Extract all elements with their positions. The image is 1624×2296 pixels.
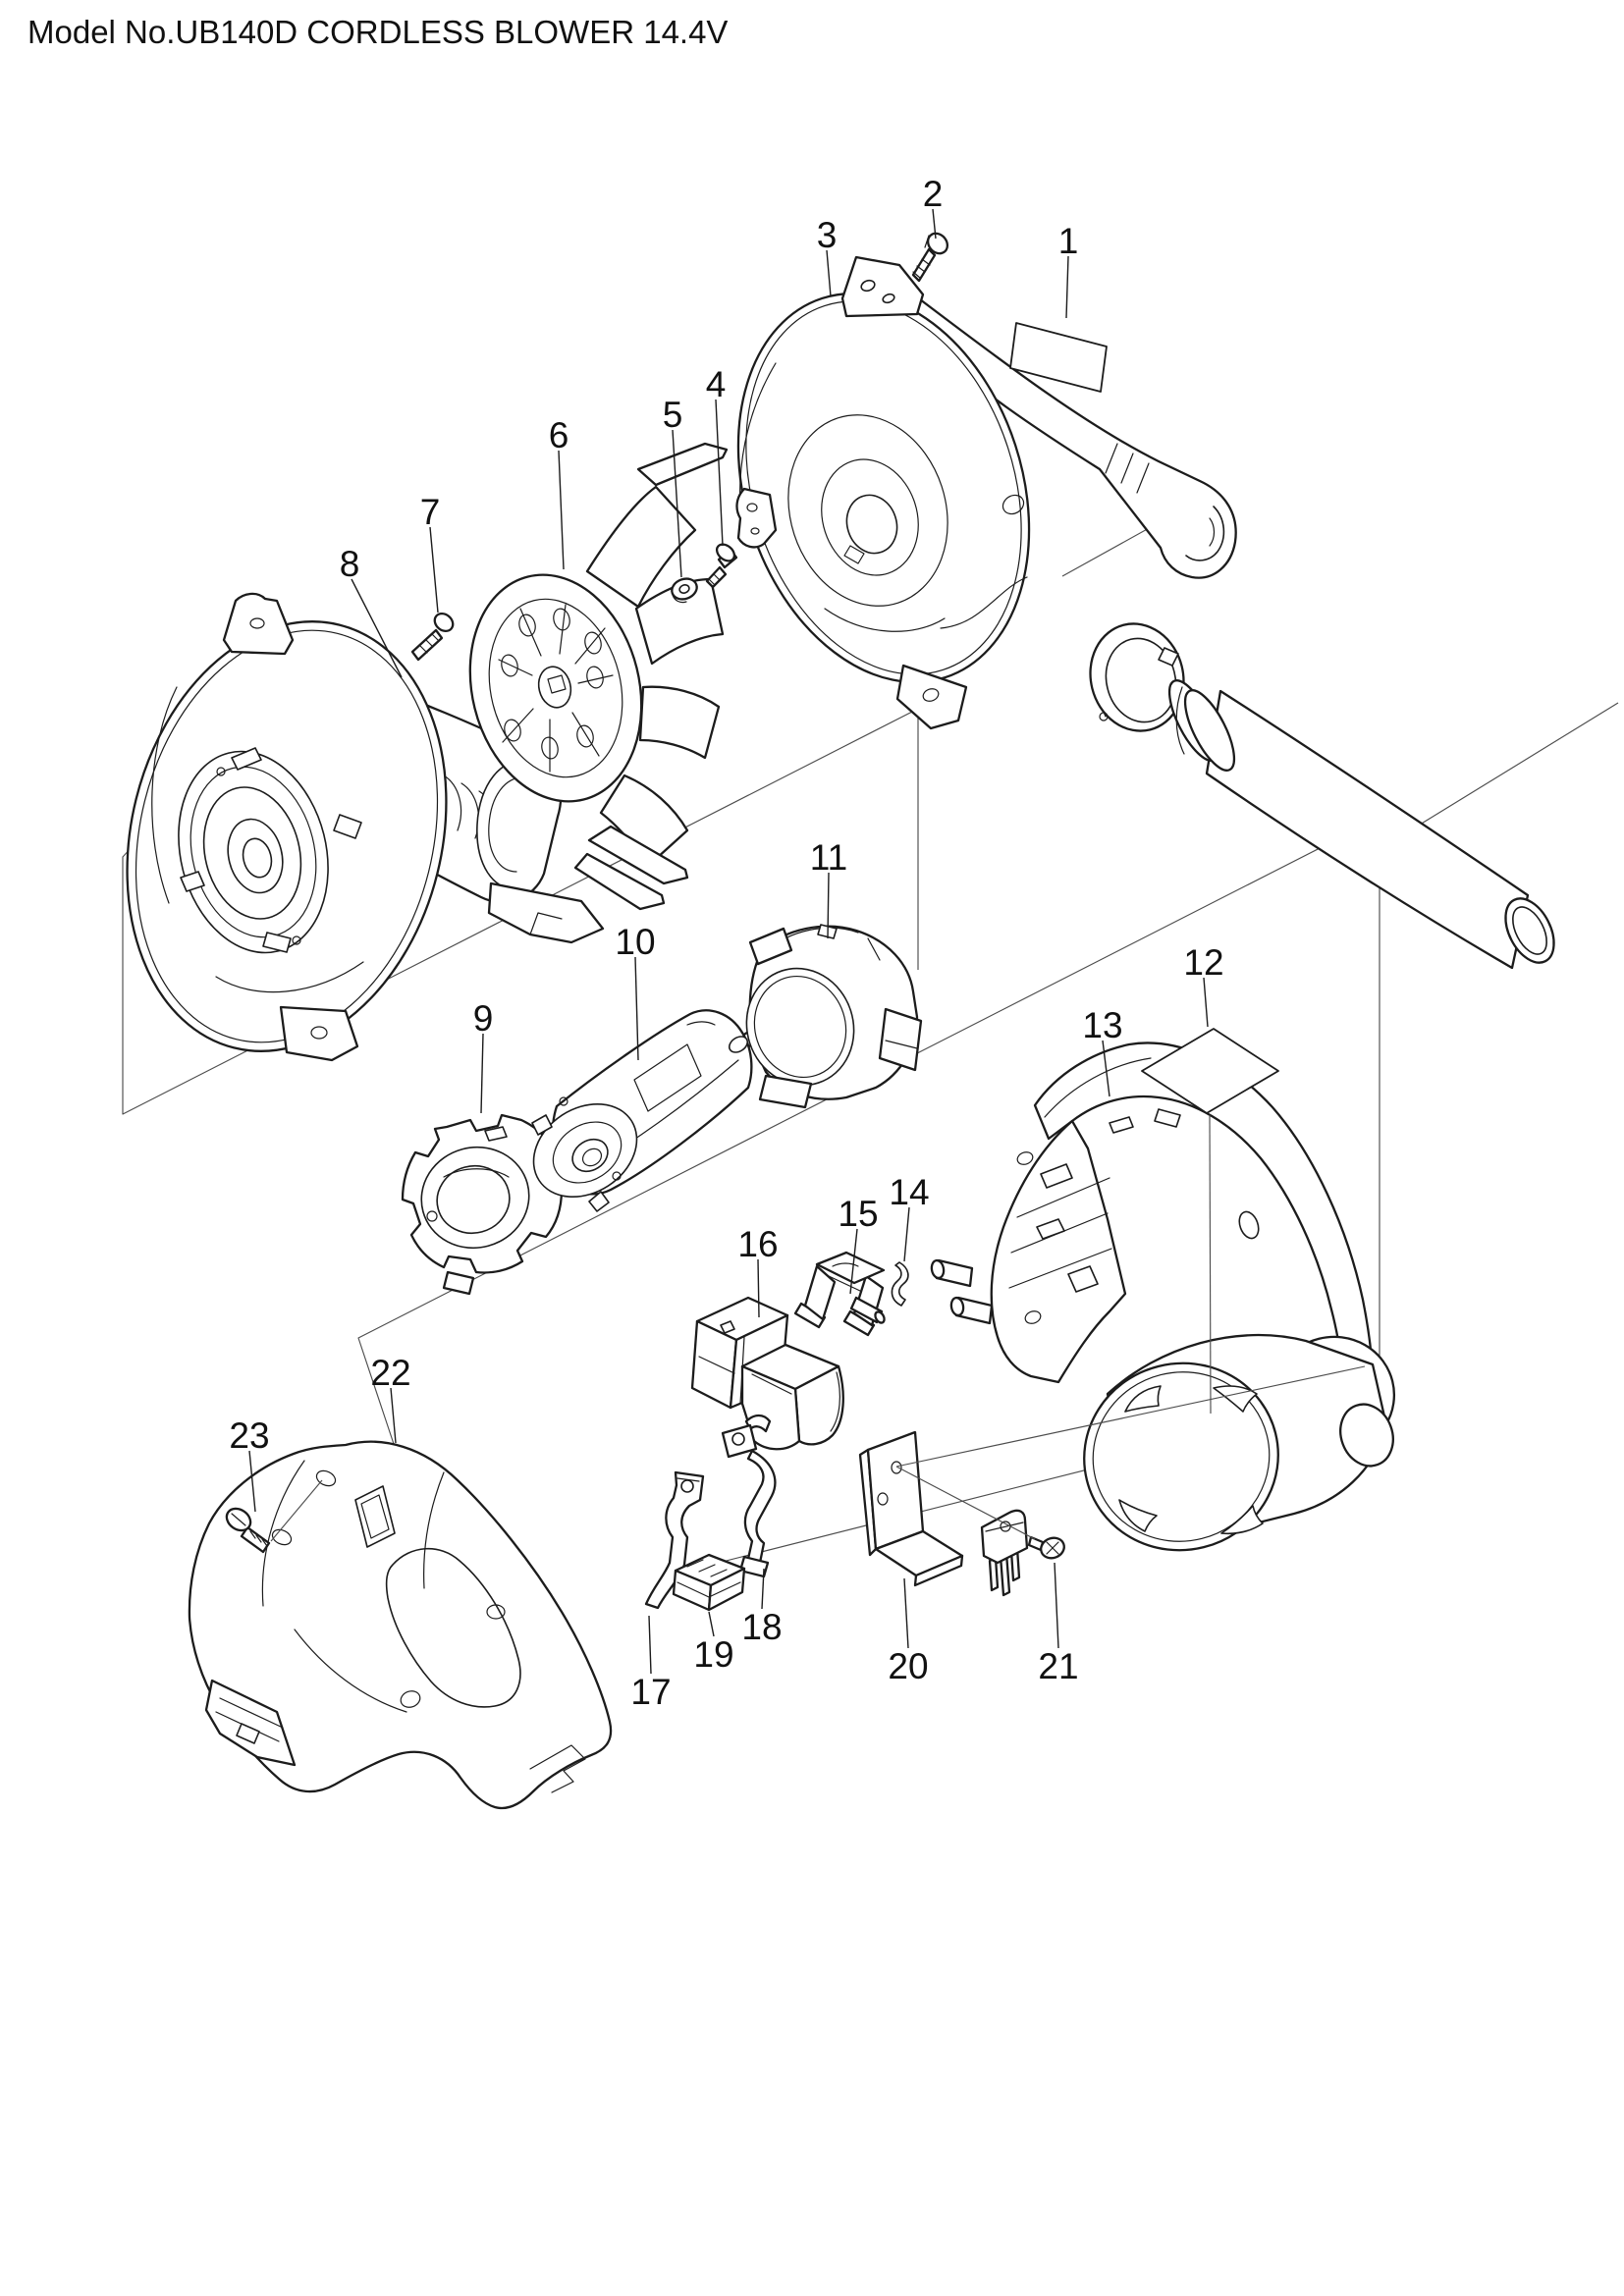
cover-foot — [895, 664, 968, 730]
part-12-label — [1141, 1028, 1279, 1114]
housing-bracket-flap — [487, 881, 605, 944]
part-14-clip — [891, 1261, 909, 1307]
callout-19: 19 — [693, 1634, 733, 1675]
callout-4: 4 — [706, 364, 727, 404]
callout-23: 23 — [229, 1415, 269, 1456]
callout-2: 2 — [923, 174, 944, 214]
nozzle-ring — [1089, 622, 1185, 732]
callout-14: 14 — [889, 1172, 929, 1212]
cover-side-tab — [735, 487, 778, 549]
part-20-bracket — [858, 1430, 964, 1587]
part-5-washer — [671, 577, 698, 604]
callout-11: 11 — [810, 837, 847, 878]
part-15-holder — [793, 1251, 886, 1337]
part-19-slide-knob — [672, 1553, 746, 1612]
nozzle — [1167, 679, 1555, 970]
part-9-motor-bracket — [401, 1113, 564, 1296]
callout-6: 6 — [549, 415, 569, 455]
part-17-lever — [644, 1470, 705, 1610]
housing-top-foot — [222, 592, 295, 656]
callout-10: 10 — [615, 922, 655, 962]
page-title: Model No.UB140D CORDLESS BLOWER 14.4V — [27, 14, 729, 50]
part-2-screw — [911, 232, 949, 283]
callout-16: 16 — [737, 1224, 778, 1264]
callout-numbers: 1 2 3 4 5 6 7 8 9 10 11 12 13 14 15 16 1… — [229, 174, 1223, 1712]
callout-20: 20 — [888, 1646, 928, 1686]
part-21-fet-and-screw — [980, 1509, 1065, 1597]
part-1-label-plate — [1009, 322, 1108, 393]
callout-13: 13 — [1082, 1005, 1122, 1045]
part-22-housing-left — [188, 1440, 613, 1810]
part-13-housing-right — [930, 1041, 1396, 1552]
callout-21: 21 — [1038, 1646, 1078, 1686]
part-11-motor-holder — [745, 924, 923, 1109]
cover-top-tab — [840, 255, 925, 318]
callout-3: 3 — [817, 215, 838, 255]
part-16-switch — [690, 1296, 844, 1451]
part-10-motor — [531, 1009, 772, 1212]
grip-end — [1339, 1403, 1394, 1468]
callout-1: 1 — [1058, 221, 1079, 261]
callout-8: 8 — [340, 544, 360, 584]
callout-5: 5 — [663, 395, 683, 435]
callout-15: 15 — [838, 1194, 878, 1234]
callout-9: 9 — [473, 998, 494, 1039]
callout-22: 22 — [370, 1353, 410, 1393]
grip-opening — [385, 1547, 521, 1708]
callout-17: 17 — [630, 1672, 671, 1712]
part-18-spring-plate — [721, 1414, 777, 1578]
part-4-screw — [705, 543, 738, 589]
callout-7: 7 — [420, 492, 441, 532]
part-3-fan-cover — [735, 255, 1237, 730]
housing-bottom-foot — [279, 1005, 359, 1062]
part-8-blower-housing — [126, 592, 605, 1062]
alignment-plane-nozzle-edge — [1393, 702, 1619, 841]
callout-12: 12 — [1183, 942, 1223, 983]
assembly-pointers — [270, 1114, 1366, 1542]
part-23-screw — [225, 1507, 271, 1554]
part-6-fan — [468, 442, 729, 911]
part-7-screw — [410, 612, 455, 662]
ring-nub — [1158, 647, 1179, 667]
callout-18: 18 — [741, 1607, 782, 1647]
leader-lines — [248, 208, 1209, 1675]
